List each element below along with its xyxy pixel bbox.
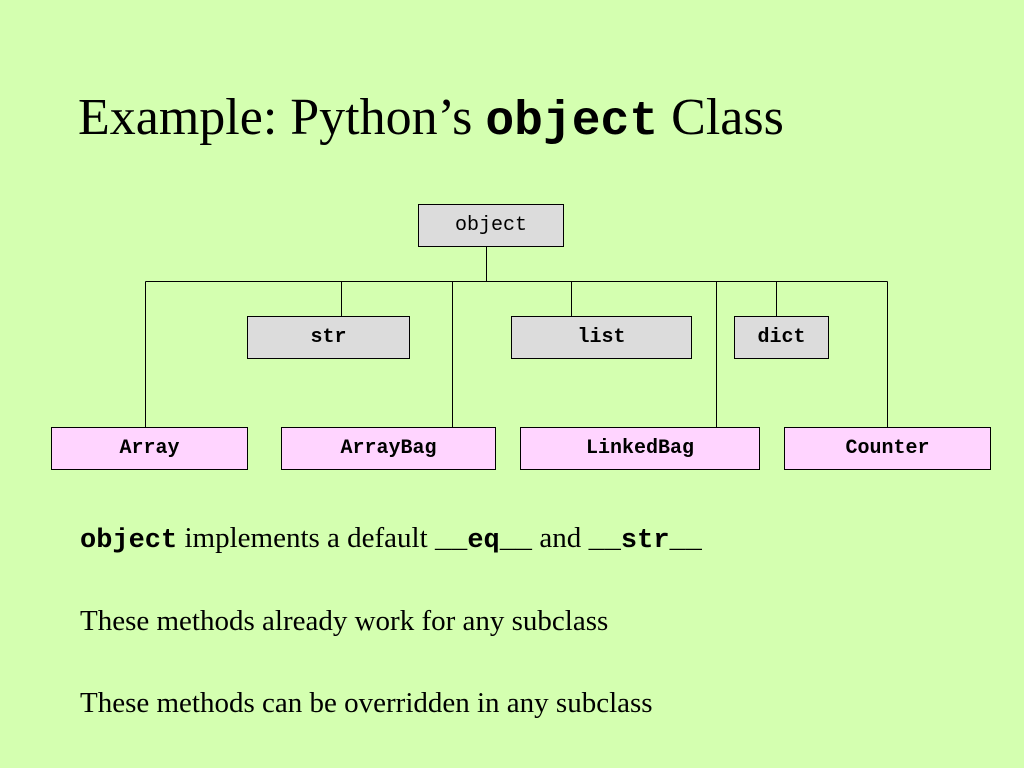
slide-title: Example: Python’s object Class xyxy=(78,89,784,149)
note-code-object: object xyxy=(80,526,178,556)
node-counter: Counter xyxy=(784,427,991,470)
node-linkedbag: LinkedBag xyxy=(520,427,760,470)
note-code-str: __str__ xyxy=(588,526,702,556)
node-arraybag: ArrayBag xyxy=(281,427,496,470)
title-code: object xyxy=(485,95,659,149)
note-text-implements: implements a default xyxy=(177,522,435,554)
node-dict: dict xyxy=(734,316,829,359)
note-methods-override: These methods can be overridden in any s… xyxy=(80,687,653,719)
note-code-eq: __eq__ xyxy=(434,526,533,556)
note-default-methods: object implements a default __eq__ and _… xyxy=(80,524,702,555)
node-str: str xyxy=(247,316,410,359)
node-object: object xyxy=(418,204,564,247)
node-list: list xyxy=(511,316,692,359)
node-array: Array xyxy=(51,427,248,470)
note-text-and: and xyxy=(532,522,589,554)
note-methods-work: These methods already work for any subcl… xyxy=(80,605,609,637)
title-suffix: Class xyxy=(658,89,784,146)
title-prefix: Example: Python’s xyxy=(78,89,486,146)
